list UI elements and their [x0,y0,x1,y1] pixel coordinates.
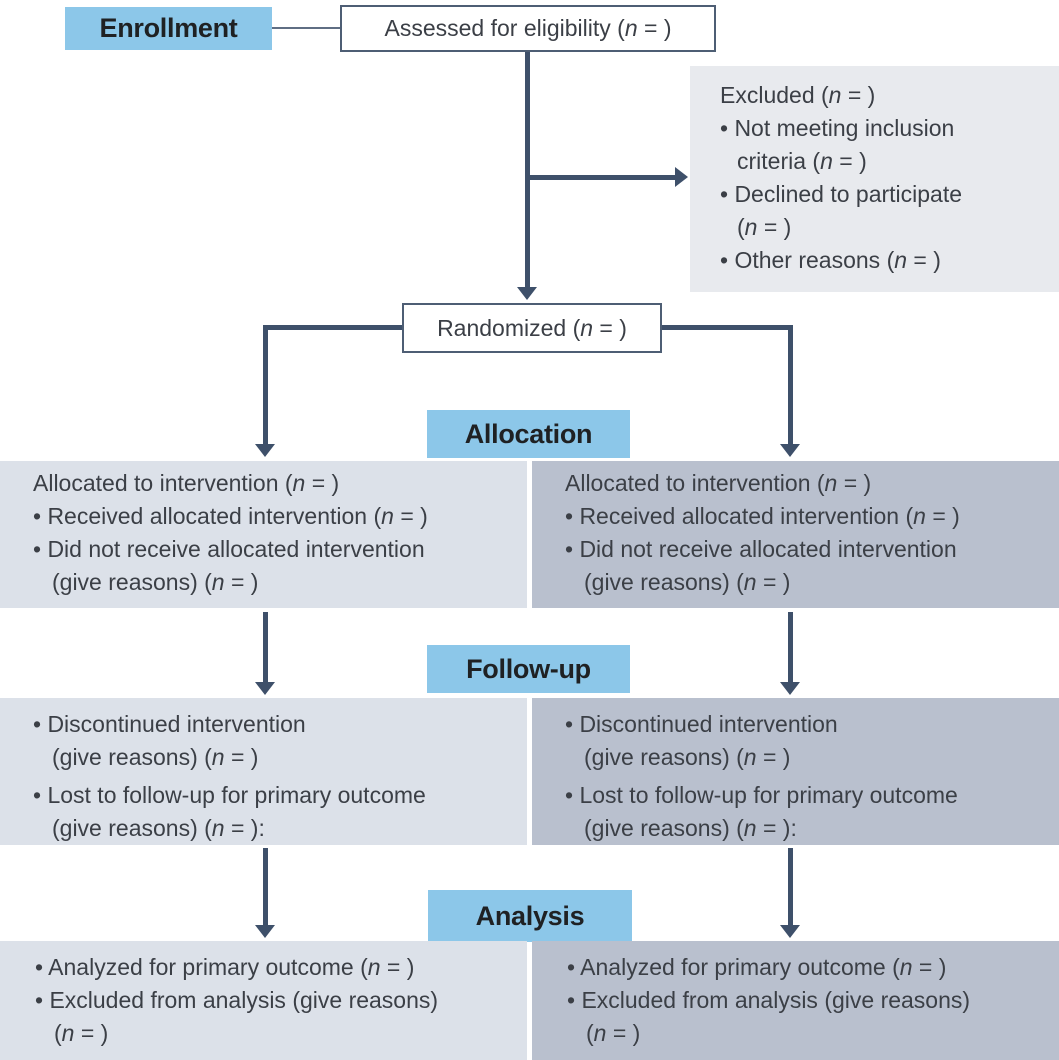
followup-right-bullet: • Lost to follow-up for primary outcome … [565,782,958,841]
allocation-right-box: Allocated to intervention (n = ) • Recei… [532,461,1059,608]
arrow-allocation-followup-right-line [788,612,793,682]
excluded-bullet: • Other reasons (n = ) [720,247,941,273]
arrow-followup-analysis-right-line [788,848,793,925]
analysis-left-box: • Analyzed for primary outcome (n = ) • … [0,941,527,1060]
stage-label-follow-up: Follow-up [427,645,630,693]
analysis-right-box: • Analyzed for primary outcome (n = ) • … [532,941,1059,1060]
arrow-to-excluded-head [675,167,688,187]
allocation-right-bullet: • Received allocated intervention (n = ) [565,503,960,529]
followup-left-box: • Discontinued intervention (give reason… [0,698,527,845]
arrow-to-excluded-line [527,175,675,180]
allocation-right-bullet: • Did not receive allocated intervention… [565,536,957,595]
connector-enrollment-assessed [272,27,340,29]
allocation-left-title: Allocated to intervention (n = ) [33,470,340,496]
allocation-left-box: Allocated to intervention (n = ) • Recei… [0,461,527,608]
excluded-bullet: • Not meeting inclusion criteria (n = ) [720,115,955,174]
followup-right-bullet: • Discontinued intervention (give reason… [565,711,838,770]
branch-right-horizontal [658,325,793,330]
stage-label-analysis: Analysis [428,890,632,942]
analysis-left-bullet: • Excluded from analysis (give reasons) … [35,987,439,1046]
allocation-left-bullet: • Received allocated intervention (n = ) [33,503,428,529]
arrow-followup-analysis-left-head [255,925,275,938]
allocation-left-bullet: • Did not receive allocated intervention… [33,536,425,595]
branch-left-horizontal [263,325,404,330]
branch-right-vertical [788,325,793,444]
arrow-allocation-followup-right-head [780,682,800,695]
randomized-text: Randomized (n = ) [437,314,627,341]
assessed-for-eligibility-box: Assessed for eligibility (n = ) [340,5,716,52]
analysis-right-bullet: • Excluded from analysis (give reasons) … [567,987,971,1046]
arrow-allocation-followup-left-head [255,682,275,695]
excluded-bullet: • Declined to participate (n = ) [720,181,963,240]
randomized-box: Randomized (n = ) [402,303,662,353]
arrow-assessed-to-randomized-line [525,52,530,287]
excluded-title: Excluded (n = ) [720,82,876,108]
excluded-box: Excluded (n = ) • Not meeting inclusion … [690,66,1059,292]
followup-right-box: • Discontinued intervention (give reason… [532,698,1059,845]
branch-right-head [780,444,800,457]
analysis-left-bullet: • Analyzed for primary outcome (n = ) [35,954,415,980]
branch-left-vertical [263,325,268,444]
stage-label-allocation: Allocation [427,410,630,458]
allocation-right-title: Allocated to intervention (n = ) [565,470,872,496]
followup-left-bullet: • Discontinued intervention (give reason… [33,711,306,770]
arrow-followup-analysis-left-line [263,848,268,925]
branch-left-head [255,444,275,457]
arrow-allocation-followup-left-line [263,612,268,682]
stage-label-enrollment: Enrollment [65,7,272,50]
analysis-right-bullet: • Analyzed for primary outcome (n = ) [567,954,947,980]
arrow-assessed-to-randomized-head [517,287,537,300]
arrow-followup-analysis-right-head [780,925,800,938]
followup-left-bullet: • Lost to follow-up for primary outcome … [33,782,426,841]
assessed-text: Assessed for eligibility (n = ) [384,15,672,41]
